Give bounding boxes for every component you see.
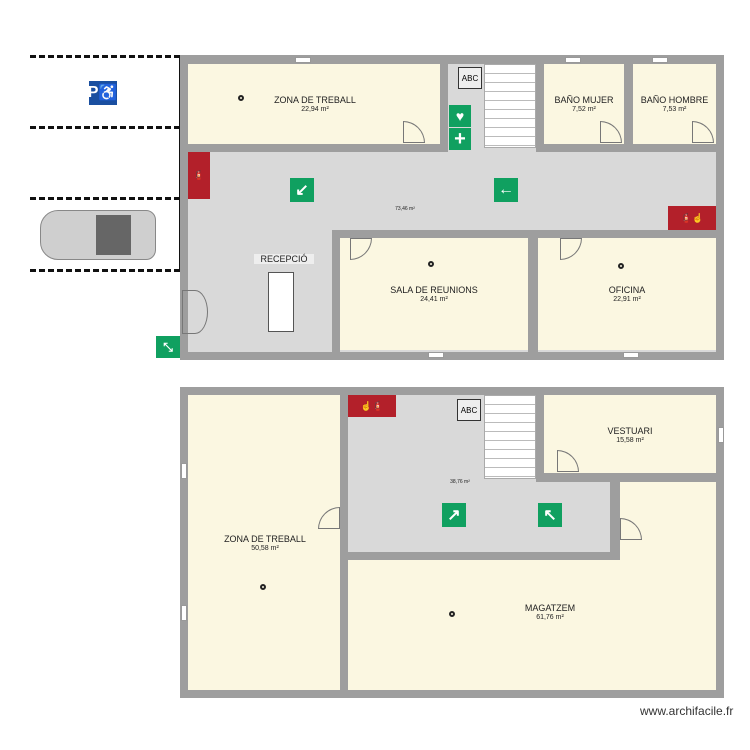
wall [528,230,538,352]
room-sala-de-reunions [340,238,528,350]
fire-alarm-extinguisher-sign: ☝🧯 [348,395,396,417]
exit-arrow-up-left-icon: ↖ [538,503,562,527]
accessible-parking-icon: P♿ [87,81,118,105]
parking-line [30,126,180,129]
abc-label: ABC [460,405,478,415]
corridor-area: 38,76 m² [450,479,470,485]
staircase [484,395,536,479]
first-aid-icon: + [449,128,471,150]
reception-desk [268,272,294,332]
window [652,57,668,63]
assembly-point-icon: ⤡ [156,336,180,358]
exit-arrow-down-left-icon: ↙ [290,178,314,202]
room-zona-de-treball-2 [188,395,340,690]
room-magatzem [348,560,716,690]
smoke-detector-icon [618,263,624,269]
fire-alarm-extinguisher-sign: 🧯☝ [668,206,716,230]
fire-hose-extinguisher-sign: 🧯 [188,152,210,199]
smoke-detector-icon [428,261,434,267]
corridor-area: 73,46 m² [395,206,415,212]
smoke-detector-icon [260,584,266,590]
window [565,57,581,63]
extinguisher-abc-icon: ABC [457,399,481,421]
parking-line [30,269,180,272]
upper-corridor [348,482,610,552]
window [181,463,187,479]
parking-letter: P [87,84,99,101]
smoke-detector-icon [449,611,455,617]
exit-arrow-up-right-icon: ↗ [442,503,466,527]
defibrillator-icon: ♥ [449,105,471,127]
exit-arrow-left-icon: ← [494,178,518,202]
extinguisher-abc-icon: ABC [458,67,482,89]
abc-label: ABC [461,73,479,83]
smoke-detector-icon [238,95,244,101]
window [295,57,311,63]
parking-line [30,197,180,200]
room-zona-de-treball [188,64,440,144]
window [428,352,444,358]
reception-label: RECEPCIÓ [254,254,314,264]
parking-line [30,55,180,58]
room-magatzem [620,482,716,562]
window [718,427,724,443]
wall [332,230,340,352]
watermark: www.archifacile.fr [640,704,734,718]
window [623,352,639,358]
staircase [484,64,536,148]
car-icon [40,210,156,260]
entrance-door[interactable] [182,290,208,334]
window [181,605,187,621]
